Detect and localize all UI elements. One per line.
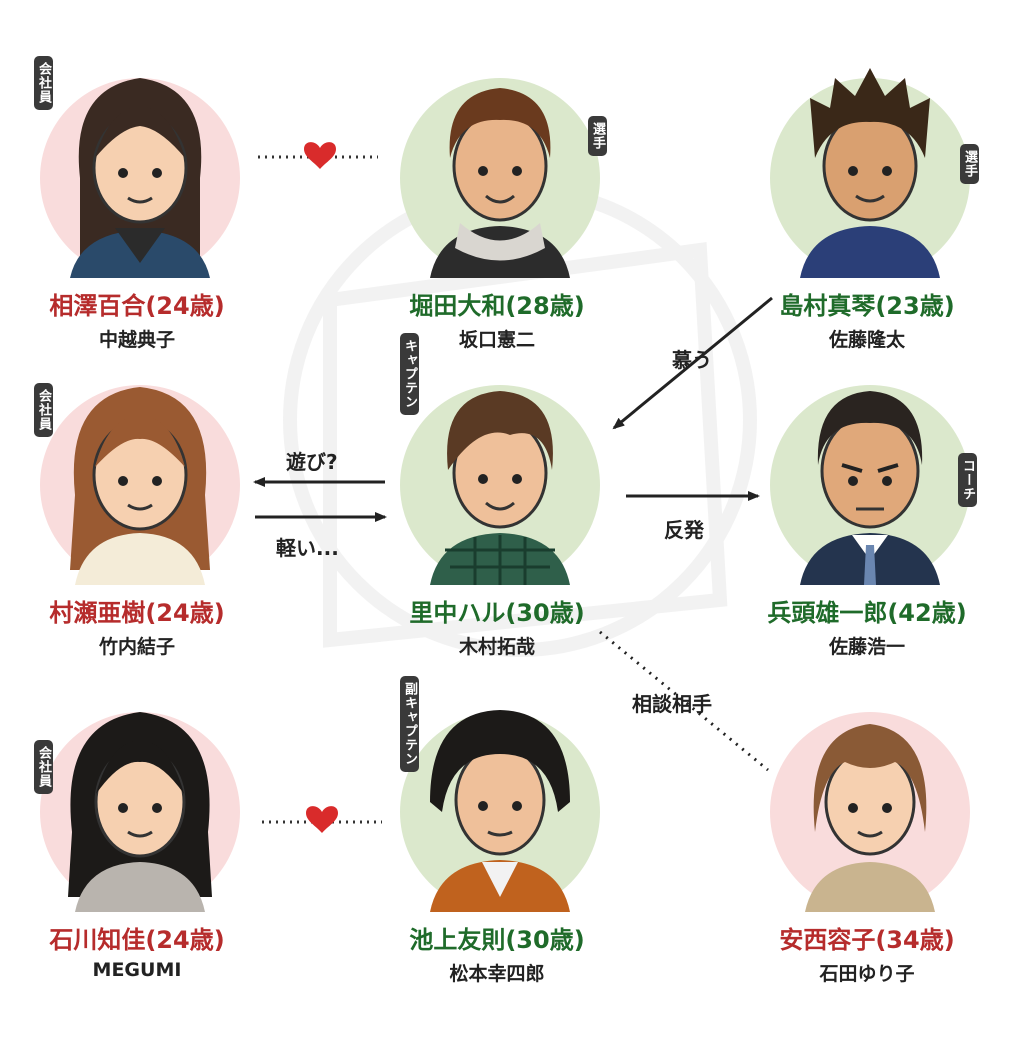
character-name: 兵頭雄一郎(42歳) <box>767 599 967 627</box>
character-name: 相澤百合(24歳) <box>49 292 225 320</box>
node-ikegami: 副キャプテン 池上友則(30歳) 松本幸四郎 <box>382 676 612 1042</box>
role-badge: キャプテン <box>400 333 419 415</box>
node-ishikawa: 会社員 石川知佳(24歳) MEGUMI <box>22 712 252 1042</box>
node-satonaka: キャプテン 里中ハル(30歳) 木村拓哉 <box>382 333 612 715</box>
node-hyodo: コーチ 兵頭雄一郎(42歳) 佐藤浩一 <box>752 385 982 715</box>
love-link-ishikawa-ikegami <box>262 806 382 833</box>
role-badge: 選手 <box>588 116 607 156</box>
actor-name: 石田ゆり子 <box>819 963 915 985</box>
node-yasunishi: 安西容子(34歳) 石田ゆり子 <box>752 712 982 1042</box>
avatar-satonaka <box>430 391 570 585</box>
avatar-yasunishi <box>805 724 935 912</box>
role-badge: 会社員 <box>34 56 53 110</box>
node-aizawa: 会社員 相澤百合(24歳) 中越典子 <box>22 56 252 408</box>
character-name: 石川知佳(24歳) <box>49 926 225 954</box>
heart-icon <box>304 142 336 169</box>
actor-name: 佐藤浩一 <box>828 636 905 658</box>
node-shimamura: 選手 島村真琴(23歳) 佐藤隆太 <box>752 68 982 408</box>
character-name: 村瀬亜樹(24歳) <box>49 599 225 627</box>
character-name: 安西容子(34歳) <box>779 926 955 954</box>
avatar-hyodo <box>800 391 940 585</box>
actor-name: 松本幸四郎 <box>449 963 545 985</box>
role-badge: コーチ <box>958 453 977 507</box>
relation-label-oppose: 反発 <box>664 518 704 542</box>
avatar-horita <box>430 88 570 278</box>
avatar-aizawa <box>70 78 210 278</box>
character-name: 堀田大和(28歳) <box>409 292 585 320</box>
avatar-shimamura <box>800 68 940 278</box>
character-name: 里中ハル(30歳) <box>409 599 585 627</box>
actor-name: 中越典子 <box>98 329 175 351</box>
relation-label-admire: 慕う <box>672 348 712 372</box>
avatar-ikegami <box>430 710 570 912</box>
actor-name: MEGUMI <box>92 959 182 981</box>
node-horita: 選手 堀田大和(28歳) 坂口憲二 <box>382 78 612 408</box>
node-murase: 会社員 村瀬亜樹(24歳) 竹内結子 <box>22 383 252 715</box>
actor-name: 竹内結子 <box>98 636 175 658</box>
relation-label-light: 軽い... <box>276 536 339 560</box>
arrow-admire <box>612 296 773 430</box>
love-link-aizawa-horita <box>258 142 378 169</box>
role-badge: 副キャプテン <box>400 676 419 772</box>
relation-label-play: 遊び? <box>286 450 338 474</box>
character-name: 池上友則(30歳) <box>409 926 585 954</box>
character-name: 島村真琴(23歳) <box>779 292 955 320</box>
heart-icon <box>306 806 338 833</box>
avatar-ishikawa <box>68 712 212 912</box>
role-badge: 会社員 <box>34 383 53 437</box>
role-badge: 会社員 <box>34 740 53 794</box>
actor-name: 佐藤隆太 <box>828 329 905 351</box>
relation-label-advisor: 相談相手 <box>632 692 712 716</box>
actor-name: 坂口憲二 <box>458 329 535 351</box>
actor-name: 木村拓哉 <box>458 636 535 658</box>
avatar-murase <box>70 387 210 585</box>
role-badge: 選手 <box>960 144 979 184</box>
